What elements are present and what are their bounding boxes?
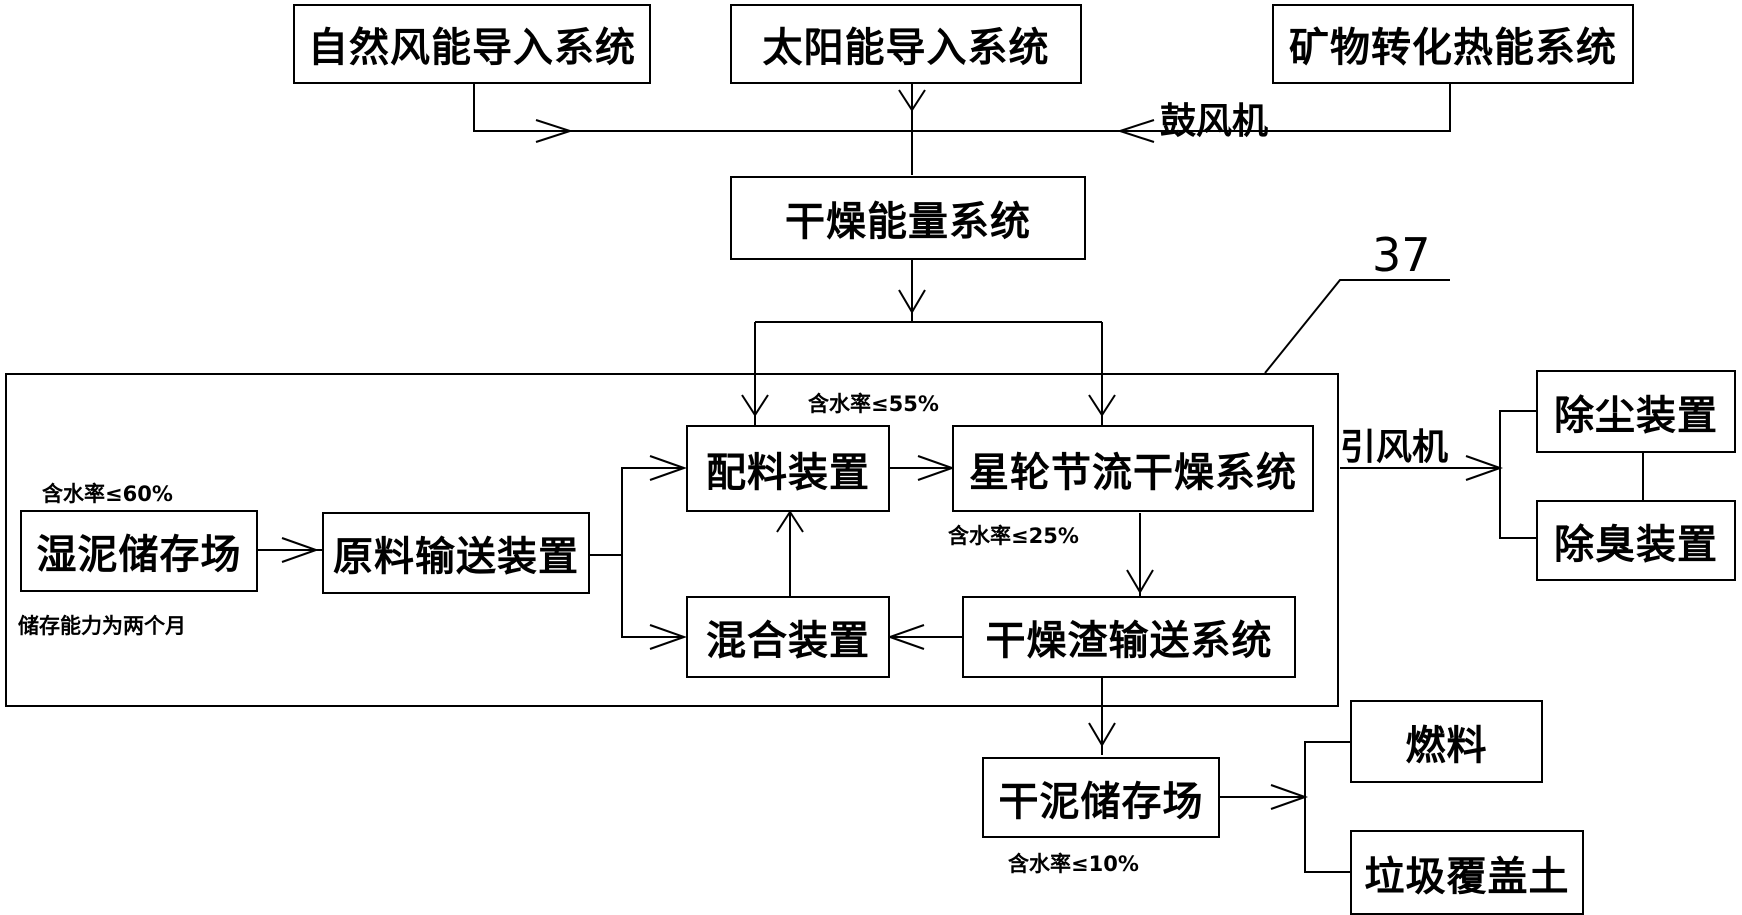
box-landfill-cover: 垃圾覆盖土 (1350, 830, 1584, 915)
label-induced-fan: 引风机 (1340, 427, 1449, 468)
box-wet-storage: 湿泥储存场 (20, 510, 258, 592)
leader-line-37 (1264, 279, 1450, 374)
box-solar-energy: 太阳能导入系统 (730, 4, 1082, 84)
arrowhead-mixer-up (776, 510, 804, 533)
box-fuel: 燃料 (1350, 700, 1543, 783)
label-blower: 鼓风机 (1160, 101, 1269, 142)
box-mixing-feed: 配料装置 (686, 425, 890, 512)
box-dust-removal: 除尘装置 (1536, 370, 1736, 453)
label-storage-capacity: 储存能力为两个月 (18, 614, 186, 638)
box-raw-conveyor: 原料输送装置 (322, 512, 590, 594)
box-deodorization: 除臭装置 (1536, 500, 1736, 581)
arrowhead-star-slag (1126, 569, 1154, 594)
label-moisture-25: 含水率≤25% (948, 524, 1079, 548)
connector-treatment-split (1499, 410, 1536, 539)
arrowhead-to-mixer (649, 624, 688, 650)
arrowhead-raw (281, 537, 320, 563)
arrowhead-slag-mixer (886, 624, 925, 650)
connector-use-split (1304, 741, 1350, 873)
connector-mineral (912, 80, 1451, 132)
box-slag-conveyor: 干燥渣输送系统 (962, 596, 1296, 678)
label-moisture-60: 含水率≤60% (42, 482, 173, 506)
label-reference-37: 37 (1372, 228, 1431, 282)
box-star-wheel-dryer: 星轮节流干燥系统 (952, 425, 1314, 512)
box-mineral-heat: 矿物转化热能系统 (1272, 4, 1634, 84)
arrowhead-star-wheel-top (1088, 394, 1116, 417)
box-dry-storage: 干泥储存场 (982, 757, 1220, 838)
label-moisture-10: 含水率≤10% (1008, 852, 1139, 876)
arrowhead-slag-dry (1088, 722, 1116, 747)
arrowhead-to-mixing-feed (649, 455, 688, 481)
arrowhead-solar (898, 89, 926, 112)
box-mixer: 混合装置 (686, 596, 890, 678)
box-dry-energy: 干燥能量系统 (730, 176, 1086, 260)
arrowhead-mineral (1116, 119, 1155, 143)
arrowhead-energy (898, 289, 926, 314)
box-wind-energy: 自然风能导入系统 (293, 4, 651, 84)
arrowhead-mixing-feed-top (741, 394, 769, 417)
arrowhead-wind (535, 119, 574, 143)
connector-raw-split (621, 467, 684, 638)
connector-wind (473, 80, 912, 132)
process-region-frame (5, 373, 1339, 707)
label-moisture-55: 含水率≤55% (808, 392, 939, 416)
